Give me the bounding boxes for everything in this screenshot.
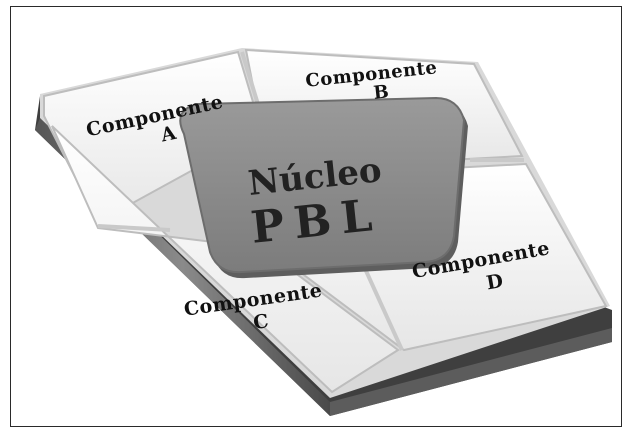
component-b-label-line2: B — [373, 81, 391, 104]
component-c-label-line2: C — [252, 310, 271, 334]
core-block — [179, 96, 469, 279]
component-a-label-line2: A — [158, 122, 178, 147]
component-d-label-line2: D — [485, 270, 506, 295]
